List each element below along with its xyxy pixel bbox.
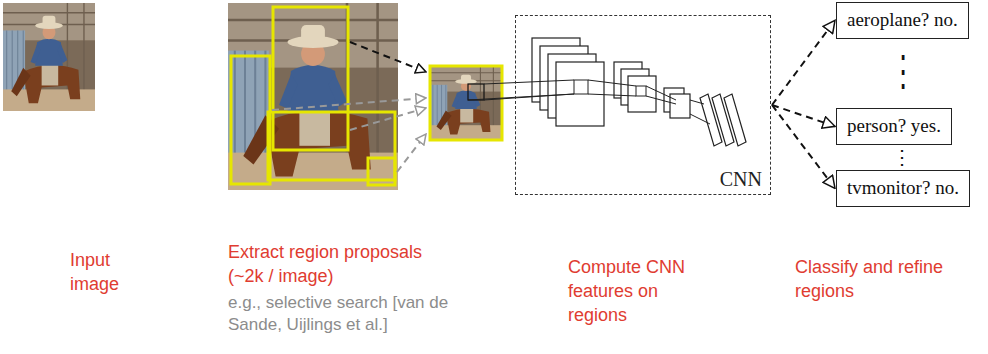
network-label: CNN: [720, 168, 762, 191]
class-label: tvmonitor? no.: [847, 176, 959, 201]
step-caption: Compute CNN features on regions: [568, 255, 700, 327]
citation-note: e.g., selective search [van de Sande, Ui…: [228, 292, 490, 336]
cnn-connections: [468, 80, 710, 124]
ellipsis-dots: ⋮: [890, 47, 916, 95]
warped-region: [430, 66, 502, 140]
class-box: tvmonitor? no.: [836, 170, 970, 207]
proposal-boxes: [231, 7, 395, 185]
input-photo: [3, 3, 95, 111]
ellipsis-dots: ⋮: [892, 146, 912, 168]
step-caption: Extract region proposals (~2k / image): [228, 240, 433, 288]
step-caption: Classify and refine regions: [795, 255, 980, 303]
class-arrow: [772, 20, 835, 105]
class-label: aeroplane? no.: [847, 8, 958, 33]
step-caption: Input image: [70, 248, 142, 296]
class-arrow: [772, 105, 835, 188]
class-label: person? yes.: [847, 114, 941, 139]
proposal-photo: [228, 3, 398, 190]
cnn-layers: [532, 38, 746, 146]
warp-arrows: [272, 42, 426, 172]
cnn-box: CNN: [515, 15, 771, 195]
class-arrow: [772, 105, 835, 126]
class-box: aeroplane? no.: [836, 2, 969, 39]
kernel-square: [468, 84, 484, 100]
class-box: person? yes.: [836, 108, 952, 145]
warped-border: [430, 66, 502, 140]
